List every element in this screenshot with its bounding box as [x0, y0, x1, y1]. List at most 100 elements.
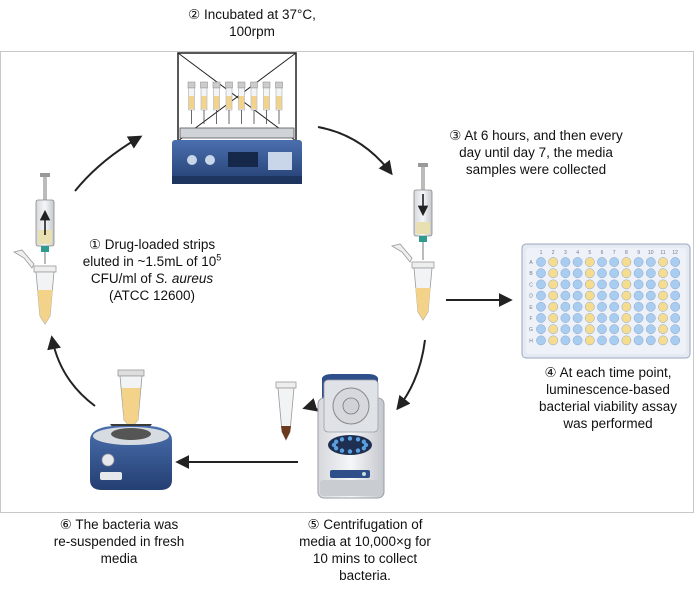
plate-well	[621, 257, 632, 267]
plate-column-label: 11	[660, 250, 665, 256]
plate-row-label: F	[529, 316, 532, 322]
plate-well	[670, 268, 681, 279]
plate-row-label: C	[529, 282, 533, 288]
incubator-tube	[250, 81, 258, 124]
plate-well	[572, 257, 583, 267]
rotor-slot	[363, 442, 369, 448]
plate-well	[658, 290, 668, 301]
rotor-slot	[347, 436, 353, 441]
plate-well	[670, 290, 681, 301]
plate-well	[584, 324, 595, 335]
plate-well	[548, 301, 559, 312]
plate-well	[609, 257, 620, 267]
plate-column-label: 10	[648, 250, 654, 256]
plate-well	[597, 313, 607, 323]
plate-well	[633, 279, 644, 290]
plate-row-label: A	[529, 260, 533, 266]
plate-well	[548, 268, 559, 279]
rotor-slot	[333, 439, 339, 444]
rotor-slot	[339, 448, 345, 453]
plate-well	[670, 313, 681, 323]
pellet-tube-illustration	[275, 381, 297, 441]
plate-well	[536, 279, 546, 290]
plate-well	[548, 313, 559, 323]
plate-well	[548, 279, 559, 290]
plate-well	[572, 279, 583, 290]
plate-well	[597, 301, 607, 312]
centrifuge-illustration	[317, 374, 385, 499]
plate-well	[609, 313, 620, 323]
plate-well	[645, 268, 656, 279]
plate-well	[597, 268, 607, 279]
plate-well	[584, 301, 595, 312]
arrow-3-to-5	[396, 339, 426, 411]
rotor-slot	[333, 446, 339, 451]
incubator-tube	[262, 81, 271, 124]
plate-well	[670, 257, 681, 267]
plate-well	[670, 301, 681, 312]
plate-row-label: E	[529, 305, 533, 311]
plate-well	[645, 279, 656, 290]
plate-row-label: B	[529, 271, 533, 277]
arrow-6-to-1	[47, 335, 96, 407]
plate-well	[584, 290, 595, 301]
plate-well	[560, 301, 571, 312]
rotor-slot	[347, 449, 353, 454]
plate-well	[609, 301, 620, 312]
plate-well	[633, 324, 644, 335]
plate-well	[572, 324, 583, 335]
plate-well	[645, 335, 656, 346]
incubator-tube	[212, 81, 221, 124]
step-2-label: ② Incubated at 37°C, 100rpm	[188, 7, 316, 39]
plate-column-label: 1	[540, 250, 543, 256]
plate-well	[645, 257, 656, 267]
plate-well	[536, 290, 546, 301]
plate-well	[572, 290, 583, 301]
plate-well	[560, 279, 571, 290]
plate-well	[536, 313, 546, 323]
plate-column-label: 9	[637, 250, 640, 256]
plate-well	[658, 257, 668, 267]
plate-well	[609, 290, 620, 301]
syringe-tube-right-illustration	[390, 163, 435, 321]
plate-well	[584, 313, 595, 323]
plate-well	[621, 279, 632, 290]
plate-well	[645, 290, 656, 301]
plate-well	[584, 335, 595, 346]
plate-well	[645, 301, 656, 312]
plate-well	[609, 268, 620, 279]
plate-well	[560, 257, 571, 267]
plate-well	[658, 335, 668, 346]
plate-well	[560, 313, 571, 323]
plate-well	[633, 335, 644, 346]
plate-column-label: 8	[625, 250, 628, 256]
arrow-2-to-3	[317, 126, 393, 176]
syringe-tube-left-illustration	[12, 173, 57, 325]
plate-well	[658, 301, 668, 312]
plate-well	[560, 324, 571, 335]
plate-well	[670, 279, 681, 290]
plate-well	[572, 301, 583, 312]
plate-well	[560, 268, 571, 279]
rotor-slot	[331, 442, 337, 448]
cycle-arrows	[47, 126, 513, 469]
plate-well	[645, 313, 656, 323]
plate-well	[670, 324, 681, 335]
vortex-mixer-illustration	[90, 369, 172, 490]
plate-well	[560, 290, 571, 301]
rotor-slot	[339, 437, 345, 442]
plate-column-label: 4	[576, 250, 579, 256]
plate-column-label: 7	[613, 250, 616, 256]
plate-well	[584, 268, 595, 279]
plate-well	[597, 290, 607, 301]
plate-well	[633, 290, 644, 301]
shaker-incubator-illustration	[172, 52, 302, 184]
plate-well	[621, 335, 632, 346]
plate-well	[621, 268, 632, 279]
plate-row-label: G	[529, 327, 533, 333]
plate-well	[658, 268, 668, 279]
plate-well	[536, 335, 546, 346]
plate-well	[633, 268, 644, 279]
